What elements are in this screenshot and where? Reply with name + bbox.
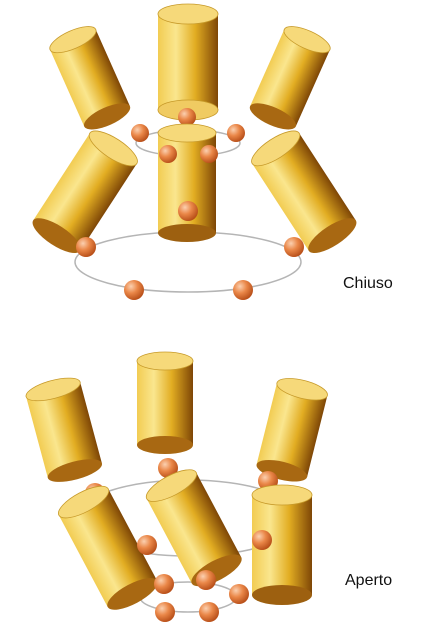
closed-helix-lower-center — [158, 124, 216, 242]
closed-bead — [178, 108, 196, 126]
open-bead — [229, 584, 249, 604]
closed-bead — [227, 124, 245, 142]
open-helix-upper-left — [24, 373, 104, 486]
open-bead — [199, 602, 219, 622]
open-state-diagram — [24, 352, 330, 622]
closed-state-diagram — [28, 4, 362, 300]
closed-bead — [76, 237, 96, 257]
closed-bead — [159, 145, 177, 163]
closed-bead — [284, 237, 304, 257]
closed-helix-upper-right — [246, 21, 333, 135]
open-bead — [252, 530, 272, 550]
closed-bead — [124, 280, 144, 300]
open-bead — [154, 574, 174, 594]
closed-bead — [131, 124, 149, 142]
open-helix-upper-right — [254, 374, 329, 486]
open-bead — [137, 535, 157, 555]
open-bead — [155, 602, 175, 622]
closed-helix-upper-center — [158, 4, 218, 120]
closed-bead — [178, 201, 198, 221]
closed-bead — [200, 145, 218, 163]
open-state-label: Aperto — [345, 572, 392, 590]
closed-bead — [233, 280, 253, 300]
closed-state-label: Chiuso — [343, 275, 393, 293]
open-bead — [196, 570, 216, 590]
closed-helix-upper-left — [46, 21, 133, 135]
open-helix-upper-center — [137, 352, 193, 454]
